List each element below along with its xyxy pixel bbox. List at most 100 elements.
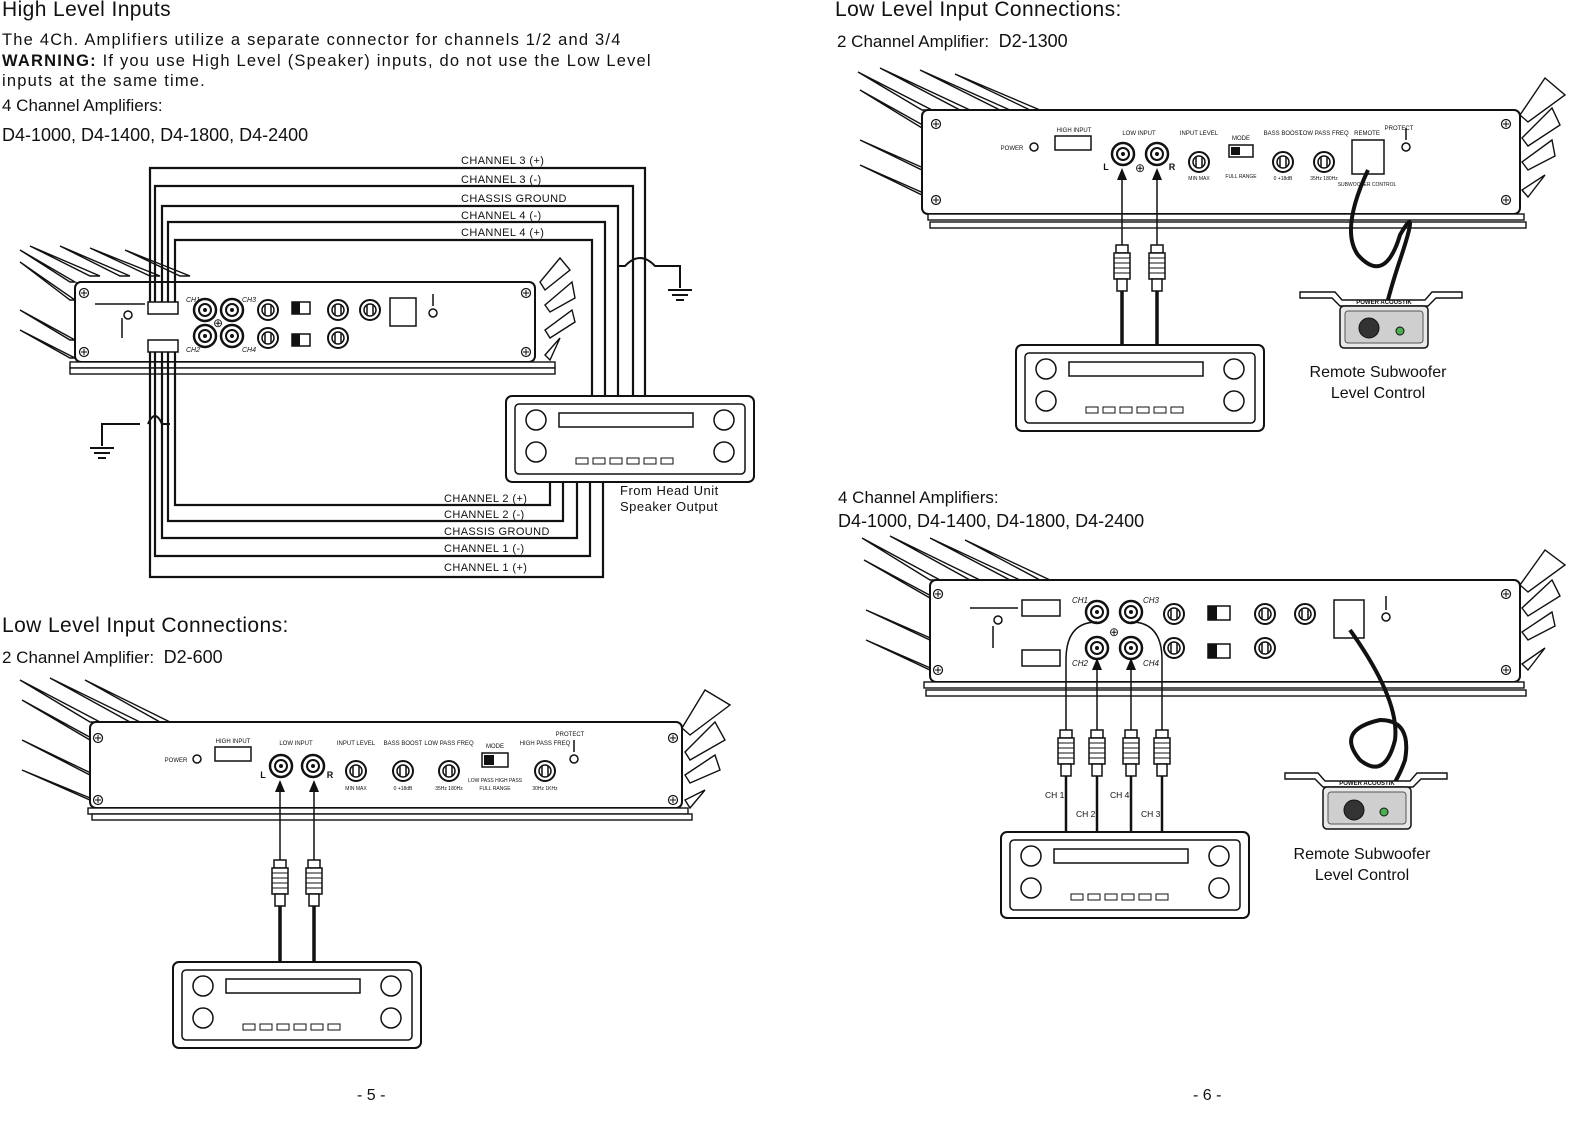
ch1-mark-right: CH1 <box>1072 596 1088 605</box>
page-number-5: - 5 - <box>357 1087 386 1104</box>
panel-mode-right: MODE <box>1232 136 1250 142</box>
high-level-diagram: ⊕ CH1 CH3 CH2 CH4 CHANNEL 3 (+) CHANNEL … <box>19 155 755 579</box>
page-number-6: - 6 - <box>1193 1087 1222 1104</box>
wire-label-ch1-plus: CHANNEL 1 (+) <box>444 562 527 574</box>
panel-full-range-right: FULL RANGE <box>1225 174 1257 180</box>
amp-model-list: D4-1000, D4-1400, D4-1800, D4-2400 <box>2 125 309 145</box>
head-unit-4ch <box>1000 831 1250 919</box>
amp-model-d2-1300: D2-1300 <box>998 31 1068 51</box>
d2-1300-diagram: POWER HIGH INPUT LOW INPUT INPUT LEVEL M… <box>857 67 1567 432</box>
wire-label-ch4-plus: CHANNEL 4 (+) <box>461 227 544 239</box>
panel-protect-left: PROTECT <box>556 732 585 738</box>
amp-body-d2-600 <box>89 721 683 809</box>
panel-power-left: POWER <box>165 758 188 764</box>
panel-r-right: R <box>1169 162 1176 172</box>
ch-label-4: CH 4 <box>1110 790 1130 800</box>
wire-label-ch2-minus: CHANNEL 2 (-) <box>444 509 525 521</box>
svg-text:⊕: ⊕ <box>1135 161 1145 175</box>
warning-line: WARNING: If you use High Level (Speaker)… <box>2 51 652 71</box>
wire-label-ch3-plus: CHANNEL 3 (+) <box>461 155 544 167</box>
ch3-mark-right: CH3 <box>1143 596 1160 605</box>
panel-protect-right: PROTECT <box>1385 126 1414 132</box>
panel-sub-ctrl-right: SUBWOOFER CONTROL <box>1338 182 1397 188</box>
d2-600-label: 2 Channel Amplifier: D2-600 <box>2 647 223 668</box>
amp-body-4ch-left <box>74 281 536 363</box>
warning-continuation: inputs at the same time. <box>2 72 206 90</box>
panel-minmax-left: MIN MAX <box>345 786 367 792</box>
panel-minmax-right: MIN MAX <box>1188 176 1210 182</box>
panel-lpf-right: LOW PASS FREQ <box>1299 131 1349 137</box>
panel-input-level-right: INPUT LEVEL <box>1180 131 1219 137</box>
ch-label-3: CH 3 <box>1141 809 1161 819</box>
ch3-mark: CH3 <box>242 297 256 304</box>
ch4-mark: CH4 <box>242 347 256 354</box>
wire-label-chassis-bottom: CHASSIS GROUND <box>444 526 550 538</box>
ch2-mark: CH2 <box>186 347 200 354</box>
panel-low-input-right: LOW INPUT <box>1122 131 1156 137</box>
low-level-title-right: Low Level Input Connections: <box>835 0 1122 21</box>
remote-brand-2: POWER ACOUSTIK <box>1339 781 1395 787</box>
amp4-models-right: D4-1000, D4-1400, D4-1800, D4-2400 <box>838 511 1145 531</box>
svg-text:⊕: ⊕ <box>1109 625 1119 639</box>
panel-boost-range-right: 0 +18dB <box>1274 176 1293 182</box>
amp-body-d2-1300 <box>921 109 1521 215</box>
panel-bass-boost-left: BASS BOOST <box>384 741 423 747</box>
panel-l-right: L <box>1103 162 1109 172</box>
amp-label-2ch: 2 Channel Amplifier: <box>2 648 155 667</box>
panel-boost-range-left: 0 +18dB <box>394 786 413 792</box>
bottom-wires <box>148 352 605 579</box>
remote-caption-2a: Remote Subwoofer <box>1294 846 1432 863</box>
wire-label-chassis-top: CHASSIS GROUND <box>461 193 567 205</box>
panel-r-left: R <box>327 770 334 780</box>
four-channel-low-level-diagram: ⊕ CH1 CH3 CH2 CH4 <box>861 535 1567 919</box>
warning-text: If you use High Level (Speaker) inputs, … <box>96 52 652 70</box>
panel-high-input-right: HIGH INPUT <box>1057 128 1092 134</box>
page-title-high-level: High Level Inputs <box>2 0 172 21</box>
head-unit-d2-600 <box>172 961 422 1049</box>
panel-bass-boost-right: BASS BOOST <box>1264 131 1303 137</box>
amp-label-2ch-right: 2 Channel Amplifier: <box>837 32 990 51</box>
amp-model-d2-600: D2-600 <box>163 647 223 667</box>
amp-body-4ch-right <box>929 579 1521 683</box>
panel-hp-range-left: 30Hz 1KHz <box>532 786 558 792</box>
wire-label-ch3-minus: CHANNEL 3 (-) <box>461 174 542 186</box>
ch-label-2: CH 2 <box>1076 809 1096 819</box>
head-unit-note-1: From Head Unit <box>620 483 719 498</box>
svg-text:⊕: ⊕ <box>213 316 223 330</box>
low-level-title-left: Low Level Input Connections: <box>2 614 289 637</box>
remote-caption-1a: Remote Subwoofer <box>1310 364 1448 381</box>
panel-mode-opts-left: LOW PASS HIGH PASS <box>468 778 523 784</box>
wire-label-ch2-plus: CHANNEL 2 (+) <box>444 493 527 505</box>
head-unit-note-2: Speaker Output <box>620 499 718 514</box>
panel-mode-left: MODE <box>486 744 504 750</box>
warning-label: WARNING: <box>2 52 97 70</box>
intro-text: The 4Ch. Amplifiers utilize a separate c… <box>2 31 622 49</box>
wire-label-ch4-minus: CHANNEL 4 (-) <box>461 210 542 222</box>
top-wires <box>148 166 647 400</box>
d2-1300-label: 2 Channel Amplifier: D2-1300 <box>837 31 1068 52</box>
amp4-type-label-right: 4 Channel Amplifiers: <box>838 488 999 507</box>
remote-level-control-1: POWER ACOUSTIK <box>1299 291 1463 349</box>
panel-remote-right: REMOTE <box>1354 131 1380 137</box>
panel-input-level-left: INPUT LEVEL <box>337 741 376 747</box>
ch4-mark-right: CH4 <box>1143 659 1160 668</box>
head-unit-high-level <box>505 395 755 483</box>
panel-l-left: L <box>260 770 266 780</box>
panel-lpf-left: LOW PASS FREQ <box>424 741 474 747</box>
head-unit-d2-1300 <box>1015 344 1265 432</box>
d2-600-diagram: POWER HIGH INPUT LOW INPUT INPUT LEVEL B… <box>19 677 732 1049</box>
panel-hpf-left: HIGH PASS FREQ <box>520 741 571 747</box>
remote-level-control-2: POWER ACOUSTIK <box>1284 772 1448 830</box>
panel-full-range-left: FULL RANGE <box>479 786 511 792</box>
remote-caption-2b: Level Control <box>1315 867 1409 884</box>
panel-lp-range-left: 35Hz 180Hz <box>435 786 463 792</box>
panel-high-input-left: HIGH INPUT <box>216 739 251 745</box>
ch1-mark: CH1 <box>186 297 200 304</box>
panel-low-input-left: LOW INPUT <box>279 741 313 747</box>
remote-caption-1b: Level Control <box>1331 385 1425 402</box>
remote-brand-1: POWER ACOUSTIK <box>1356 300 1412 306</box>
panel-power-right: POWER <box>1001 146 1024 152</box>
amp-type-label: 4 Channel Amplifiers: <box>2 96 163 115</box>
ch2-mark-right: CH2 <box>1072 659 1089 668</box>
